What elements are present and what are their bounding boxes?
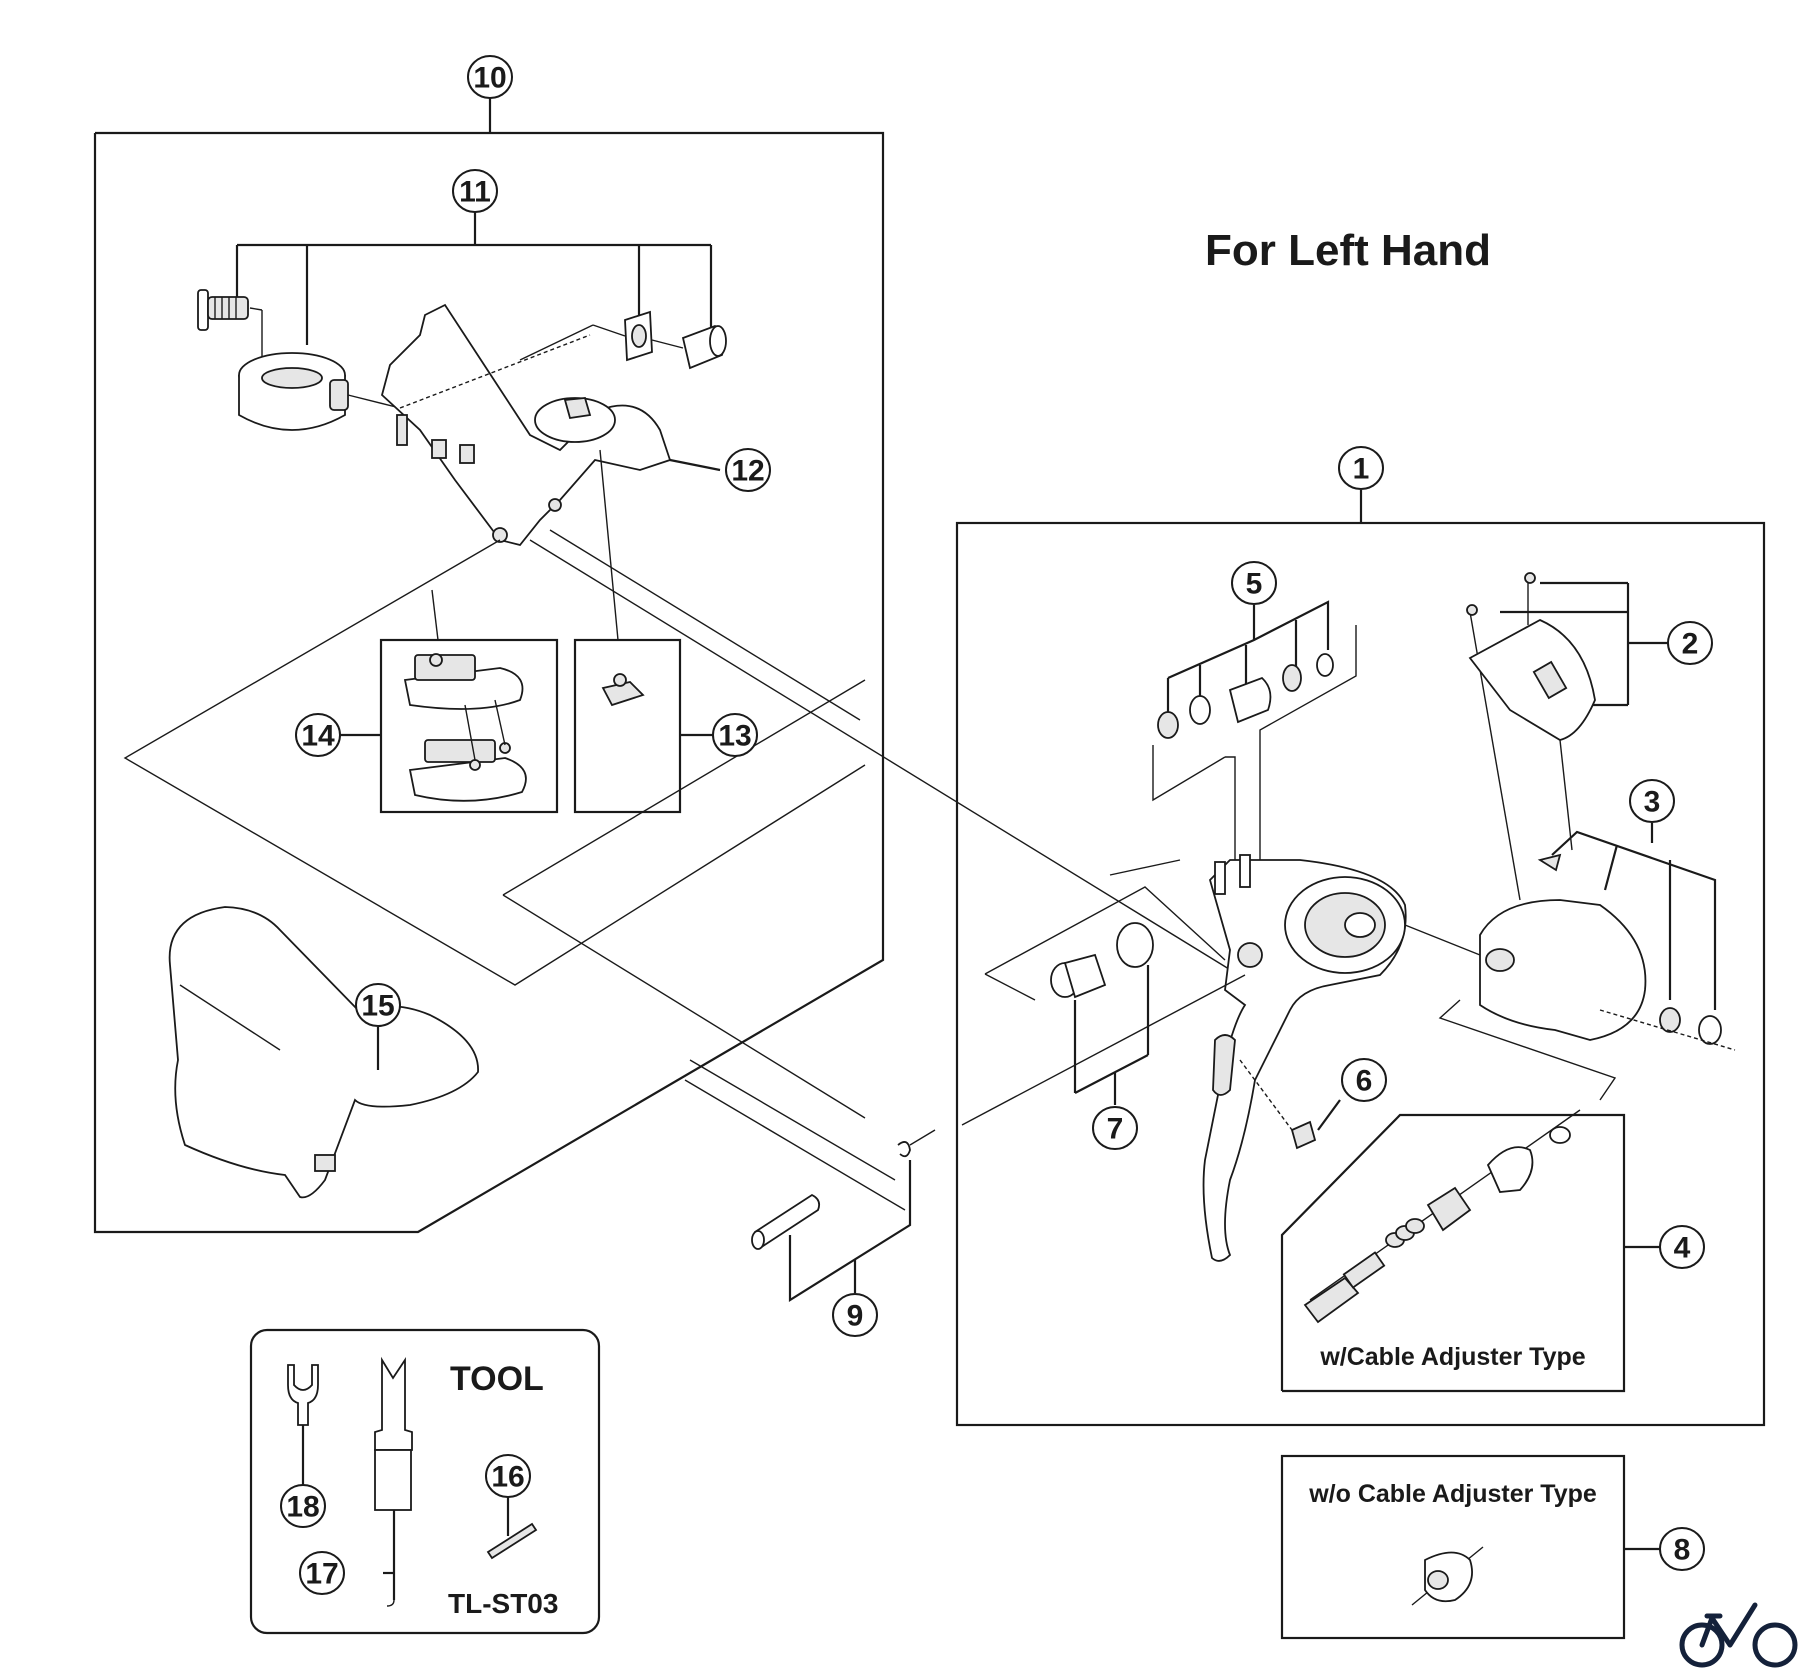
callout-17: 17 xyxy=(299,1551,345,1595)
tool-16-pin xyxy=(486,1497,538,1560)
cable-adjuster-parts xyxy=(1303,1109,1581,1324)
callout-11: 11 xyxy=(452,169,498,213)
svg-text:17: 17 xyxy=(305,1558,338,1591)
assembly-box-1 xyxy=(955,490,1766,1427)
with-cable-adjuster-label: w/Cable Adjuster Type xyxy=(1320,1343,1586,1371)
box-8-without-adjuster xyxy=(1280,1454,1660,1640)
box-4-with-adjuster xyxy=(1280,1109,1660,1393)
callout-10: 10 xyxy=(467,55,513,99)
box-13 xyxy=(573,638,713,814)
svg-text:14: 14 xyxy=(301,720,335,753)
clamp-screw xyxy=(197,289,263,360)
tool-heading: TOOL xyxy=(450,1360,544,1398)
bicycle-icon xyxy=(1679,1602,1798,1668)
callout-2: 2 xyxy=(1667,621,1713,665)
callout-12: 12 xyxy=(725,448,771,492)
svg-text:15: 15 xyxy=(361,990,394,1023)
tool-code: TL-ST03 xyxy=(448,1588,559,1619)
lever-body xyxy=(1202,854,1407,1262)
leader-12 xyxy=(669,458,721,472)
svg-text:12: 12 xyxy=(731,455,764,488)
leader-lines-left xyxy=(123,449,1256,1211)
page-title: For Left Hand xyxy=(1205,226,1491,275)
bracket-9-pivot xyxy=(751,1129,936,1302)
svg-text:7: 7 xyxy=(1107,1113,1124,1146)
callout-4: 4 xyxy=(1659,1225,1705,1269)
svg-text:16: 16 xyxy=(491,1461,524,1494)
bracket-cover xyxy=(168,906,479,1199)
svg-text:18: 18 xyxy=(286,1491,319,1524)
callout-14: 14 xyxy=(295,713,341,757)
callout-6: 6 xyxy=(1341,1058,1387,1102)
assembly-box-10 xyxy=(93,98,885,1234)
part-6 xyxy=(1239,1059,1341,1150)
fixing-washer-nut xyxy=(519,310,727,370)
callout-8: 8 xyxy=(1659,1527,1705,1571)
bracket-5 xyxy=(1152,600,1357,860)
svg-text:6: 6 xyxy=(1356,1065,1373,1098)
clamp-band xyxy=(238,352,401,431)
callout-15: 15 xyxy=(355,983,401,1027)
without-cable-adjuster-label: w/o Cable Adjuster Type xyxy=(1309,1480,1597,1508)
callout-16: 16 xyxy=(485,1454,531,1498)
shaft-parts-5 xyxy=(1157,653,1334,739)
callout-18: 18 xyxy=(280,1484,326,1528)
tool-17-pin-remover xyxy=(374,1356,413,1607)
svg-text:10: 10 xyxy=(473,62,506,95)
tool-18-fork xyxy=(287,1364,319,1485)
bracket-2 xyxy=(1466,572,1668,901)
svg-text:11: 11 xyxy=(459,176,491,209)
bracket-11 xyxy=(235,212,713,345)
callout-9: 9 xyxy=(832,1293,878,1337)
top-cover xyxy=(1468,618,1596,851)
callout-13: 13 xyxy=(712,713,758,757)
svg-text:13: 13 xyxy=(718,720,751,753)
bracket-7 xyxy=(961,859,1246,1126)
bracket-3 xyxy=(1537,823,1717,1010)
svg-text:2: 2 xyxy=(1682,628,1699,661)
callout-3: 3 xyxy=(1629,779,1675,823)
base-body xyxy=(1404,899,1736,1101)
svg-text:5: 5 xyxy=(1246,568,1263,601)
tool-box xyxy=(249,1328,601,1635)
svg-text:9: 9 xyxy=(847,1300,864,1333)
svg-text:4: 4 xyxy=(1674,1232,1691,1265)
svg-text:3: 3 xyxy=(1644,786,1661,819)
svg-text:1: 1 xyxy=(1353,453,1370,486)
callout-1: 1 xyxy=(1338,446,1384,490)
main-bracket-body xyxy=(380,303,721,547)
callout-5: 5 xyxy=(1231,561,1277,605)
svg-text:8: 8 xyxy=(1674,1534,1691,1567)
box-14 xyxy=(340,638,559,814)
callout-7: 7 xyxy=(1092,1106,1138,1150)
